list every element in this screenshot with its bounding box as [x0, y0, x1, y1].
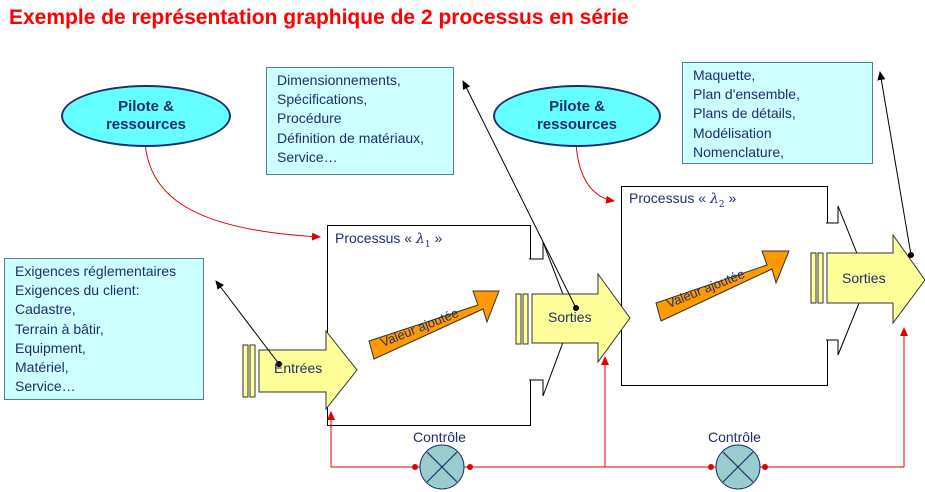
- control-1-label: Contrôle: [413, 429, 466, 445]
- right-line: Maquette,: [693, 67, 756, 83]
- value-arrow-2: [655, 250, 790, 322]
- page-title: Exemple de représentation graphique de 2…: [9, 6, 629, 29]
- inputs-line: Exigences du client:: [15, 282, 140, 299]
- middle-line: Service…: [277, 148, 338, 165]
- process-1-suffix: »: [434, 230, 443, 246]
- right-line: Plan d'ensemble,: [693, 86, 800, 103]
- control-network: [327, 327, 908, 470]
- process-2-prefix: Processus «: [629, 190, 707, 206]
- pilot-2-line1: Pilote &: [549, 98, 605, 115]
- middle-line: Spécifications,: [277, 91, 368, 108]
- pilot-resources-2: Pilote &ressources: [493, 85, 661, 147]
- inputs-line: Matériel,: [15, 359, 69, 376]
- sorties-1-label: Sorties: [548, 309, 592, 325]
- inputs-line: Cadastre,: [15, 301, 76, 318]
- sorties-2-arrow: [810, 233, 925, 325]
- middle-line: Procédure: [277, 110, 342, 127]
- right-line: Modélisation: [693, 124, 772, 141]
- middle-line: Définition de matériaux,: [277, 129, 425, 146]
- process-2-suffix: »: [728, 190, 737, 206]
- sorties-1-arrow: [515, 272, 631, 364]
- entrees-label: Entrées: [274, 360, 323, 376]
- inputs-box: Exigences réglementaires Exigences du cl…: [4, 258, 204, 400]
- inputs-line: Exigences réglementaires: [15, 263, 177, 279]
- value-arrow-1: [368, 290, 500, 360]
- process-2-title: Processus « λ2 »: [629, 190, 736, 210]
- process-1-symbol: λ1: [415, 231, 431, 250]
- pilot-1-link: [144, 142, 321, 241]
- connector-sorties-2: [877, 71, 912, 256]
- inputs-line: Terrain à bâtir,: [15, 320, 104, 337]
- pilot-2-link: [575, 142, 615, 204]
- process-1-title: Processus « λ1 »: [335, 230, 442, 250]
- inputs-line: Equipment,: [15, 339, 86, 356]
- right-line: Plans de détails,: [693, 105, 796, 122]
- pilot-2-line2: ressources: [536, 116, 618, 133]
- control-2-label: Contrôle: [708, 429, 761, 445]
- middle-line: Dimensionnements,: [277, 72, 401, 88]
- entrees-arrow: [242, 329, 358, 411]
- control-symbol-2: [715, 444, 761, 490]
- connector-entrees: [215, 280, 280, 365]
- right-line: Nomenclature,: [693, 143, 785, 160]
- pilot-1-line1: Pilote &: [118, 98, 174, 115]
- right-output-box: Maquette, Plan d'ensemble, Plans de déta…: [682, 62, 873, 164]
- pilot-resources-1: Pilote &ressources: [61, 85, 231, 147]
- pilot-1-line2: ressources: [105, 116, 187, 133]
- control-symbol-1: [419, 444, 465, 490]
- inputs-line: Service…: [15, 378, 76, 395]
- middle-output-box: Dimensionnements, Spécifications, Procéd…: [266, 67, 454, 175]
- process-2-box: [621, 186, 828, 386]
- process-1-prefix: Processus «: [335, 230, 413, 246]
- connector-sorties-1: [462, 80, 577, 309]
- process-2-symbol: λ2: [709, 191, 725, 210]
- sorties-2-label: Sorties: [842, 270, 886, 286]
